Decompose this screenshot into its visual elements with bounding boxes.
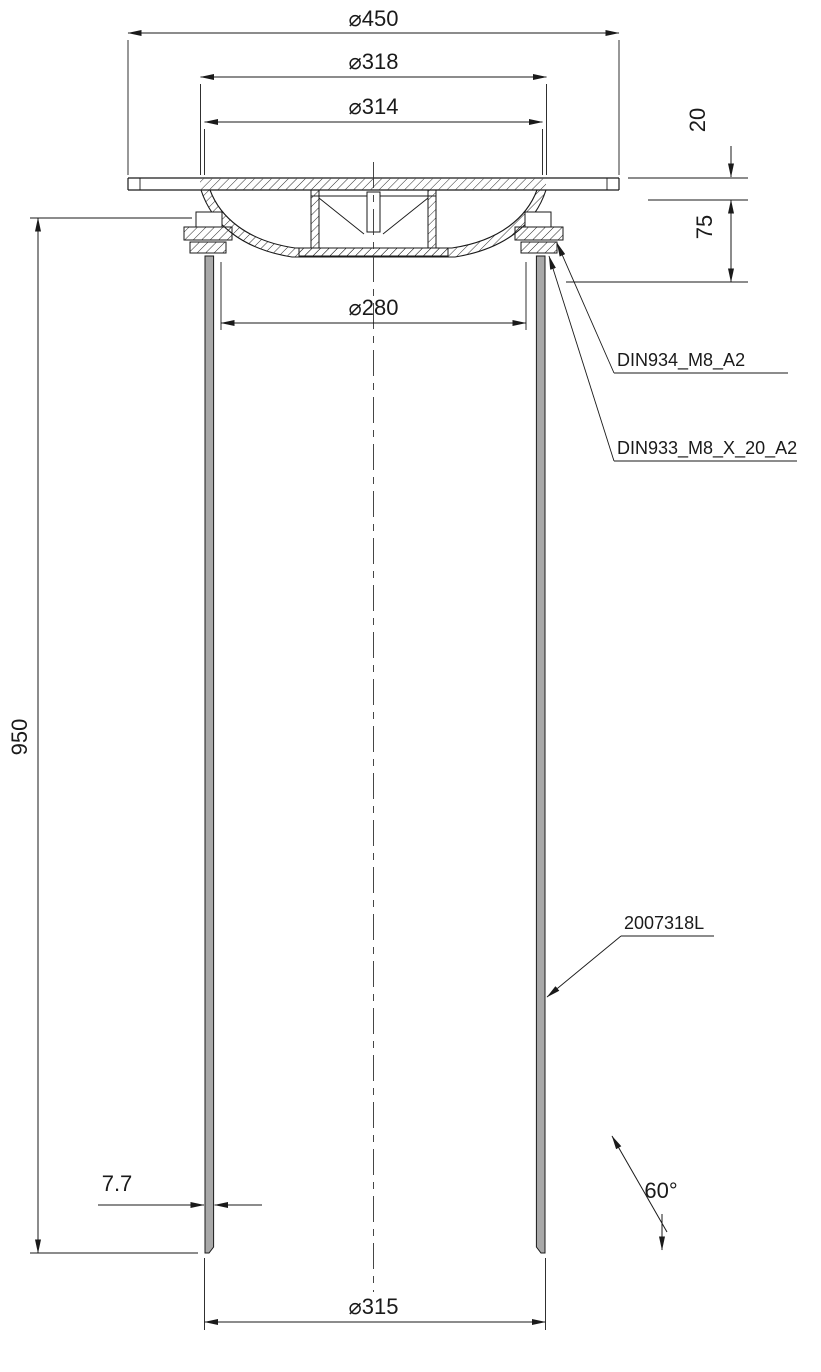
pipe-right-wall xyxy=(535,255,546,1254)
funnel-bowl xyxy=(200,189,547,258)
dim-75-label: 75 xyxy=(692,215,717,239)
pipe-left-wall xyxy=(204,255,215,1254)
dim-950-label: 950 xyxy=(7,719,32,756)
leader-line xyxy=(546,935,622,998)
hex-nut xyxy=(183,226,233,241)
dim-wall-7-7: 7.7 xyxy=(98,1171,262,1208)
callout-part-number: 2007318L xyxy=(546,913,714,998)
bolt-assembly-left xyxy=(183,211,233,254)
dim-dia280-label: ⌀280 xyxy=(349,295,399,320)
dim-20: 20 xyxy=(628,108,748,201)
insert-strut-right xyxy=(382,197,429,235)
dim-dia314-label: ⌀314 xyxy=(349,94,399,119)
hex-nut xyxy=(514,226,564,241)
callout-part-number-label: 2007318L xyxy=(624,913,704,933)
screw-head xyxy=(189,241,227,254)
insert-base-plate xyxy=(298,247,449,257)
dim-20-label: 20 xyxy=(685,108,710,132)
dim-dia315-label: ⌀315 xyxy=(349,1294,399,1319)
callout-screw: DIN933_M8_X_20_A2 xyxy=(548,255,797,462)
bolt-assembly-right xyxy=(514,211,564,254)
dim-dia314: ⌀314 xyxy=(204,94,543,175)
clamp-bracket xyxy=(524,211,552,228)
dim-dia280: ⌀280 xyxy=(220,262,527,330)
screw-head xyxy=(520,241,558,254)
dim-dia318: ⌀318 xyxy=(200,49,547,175)
clamp-bracket xyxy=(195,211,223,228)
callout-nut: DIN934_M8_A2 xyxy=(556,242,788,374)
leader-line xyxy=(556,242,615,374)
dim-dia315: ⌀315 xyxy=(204,1258,546,1330)
callout-nut-label: DIN934_M8_A2 xyxy=(617,350,745,371)
insert-left-wall xyxy=(310,189,320,249)
dim-dia450: ⌀450 xyxy=(127,6,620,175)
dim-7-7-label: 7.7 xyxy=(102,1171,133,1196)
dim-60-label: 60° xyxy=(644,1178,677,1203)
insert-right-wall xyxy=(427,189,437,249)
insert-strut-left xyxy=(318,197,365,235)
angle-leader-line xyxy=(611,1135,668,1233)
dim-dia318-label: ⌀318 xyxy=(349,49,399,74)
dim-75: 75 xyxy=(566,199,748,283)
dim-height-950: 950 xyxy=(7,217,198,1254)
dim-dia450-label: ⌀450 xyxy=(349,6,399,31)
leader-line xyxy=(548,255,615,462)
dim-angle-60: 60° xyxy=(611,1135,678,1251)
callout-screw-label: DIN933_M8_X_20_A2 xyxy=(617,438,797,459)
cover-hatch xyxy=(200,178,546,190)
